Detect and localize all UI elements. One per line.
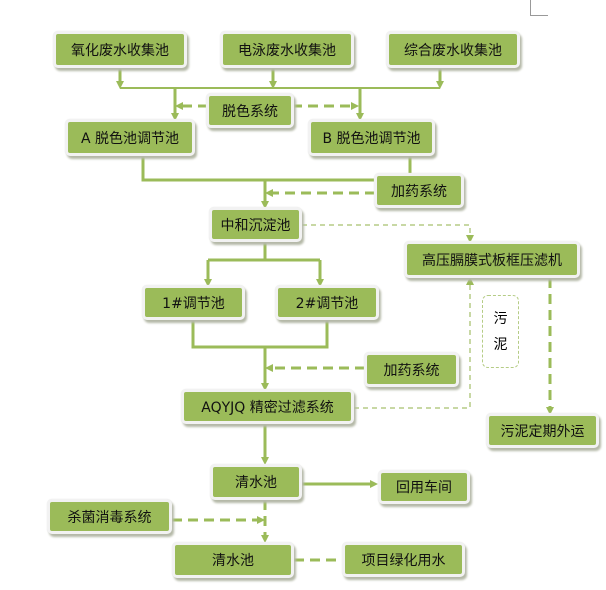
a-decolor-tank: A 脱色池调节池 (65, 119, 195, 156)
electrophoresis-wastewater-tank: 电泳废水收集池 (220, 31, 354, 68)
regulating-tank-2: 2#调节池 (275, 285, 379, 320)
sludge-transport: 污泥定期外运 (486, 413, 599, 448)
precision-filter-system: AQYJQ 精密过滤系统 (181, 389, 354, 424)
sludge-note-char: 泥 (493, 336, 508, 353)
page-corner-mark (530, 15, 548, 16)
edge-neutral-split (208, 242, 320, 262)
edge-a-down (141, 156, 412, 182)
edge-merge (191, 320, 329, 349)
sludge-note: 污 泥 (482, 295, 519, 368)
decolor-system: 脱色系统 (206, 93, 294, 128)
clear-water-tank-2: 清水池 (172, 542, 294, 578)
dosing-system-1: 加药系统 (374, 173, 464, 208)
neutralization-tank: 中和沉淀池 (209, 207, 302, 242)
page-corner-mark (530, 0, 531, 16)
sludge-note-char: 污 (493, 310, 508, 327)
edge-precision-sludge (354, 277, 474, 409)
combined-wastewater-tank: 综合废水收集池 (386, 31, 520, 68)
oxidation-wastewater-tank: 氧化废水收集池 (53, 31, 187, 68)
regulating-tank-1: 1#调节池 (142, 285, 245, 320)
filter-press: 高压膈膜式板框压滤机 (404, 241, 580, 278)
edge-neutral-sludge (302, 224, 474, 243)
clear-water-tank-1: 清水池 (210, 464, 302, 500)
greening-water: 项目绿化用水 (342, 542, 465, 577)
dosing-system-2: 加药系统 (364, 352, 459, 387)
b-decolor-tank: B 脱色池调节池 (308, 119, 435, 156)
sterilization-system: 杀菌消毒系统 (47, 499, 172, 534)
reuse-workshop: 回用车间 (378, 470, 470, 504)
